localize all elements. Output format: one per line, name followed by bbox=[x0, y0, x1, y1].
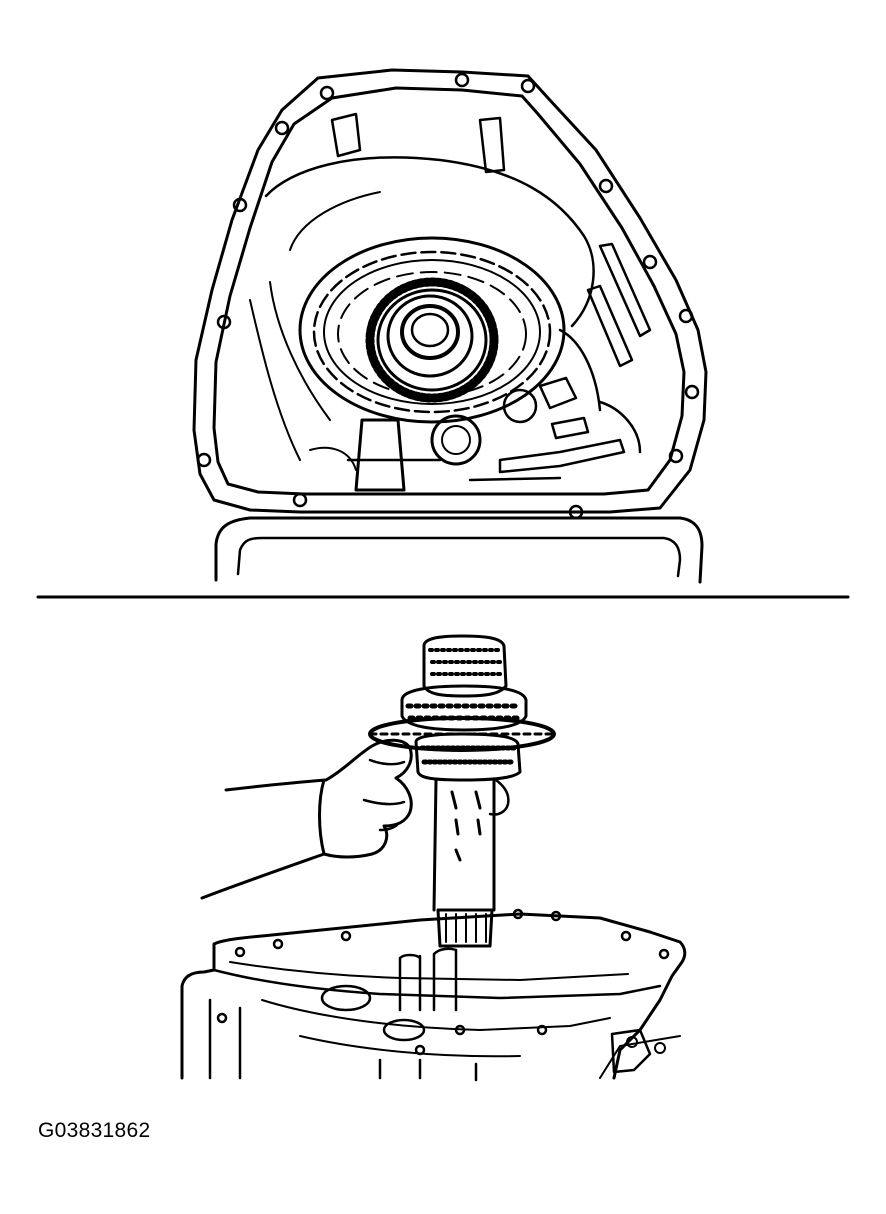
figure-id-label: G03831862 bbox=[38, 1119, 151, 1142]
flange-bolt-holes bbox=[196, 72, 700, 520]
fluid-passages bbox=[330, 112, 652, 482]
shaft-removal-view bbox=[180, 634, 687, 1082]
transmission-case-top-view bbox=[192, 68, 708, 584]
case-bolt-holes bbox=[216, 908, 670, 1056]
